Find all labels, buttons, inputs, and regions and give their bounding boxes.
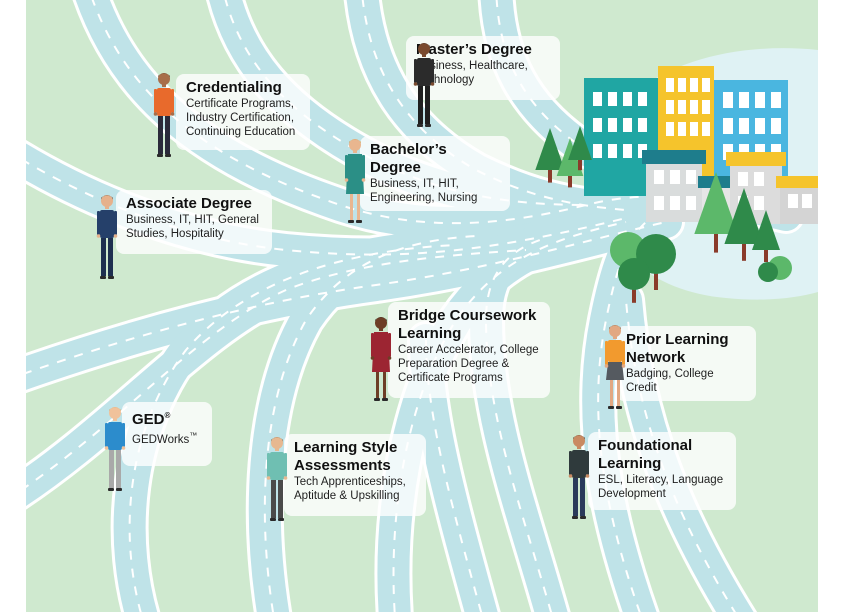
person-icon: [264, 434, 290, 531]
registered-mark: ®: [164, 411, 171, 420]
destination-subtitle: GEDWorks™: [132, 431, 198, 446]
person-icon: [94, 192, 120, 289]
destination-title: GED®: [132, 411, 171, 428]
destination-title: Master’s Degree: [416, 41, 532, 58]
person-icon: [368, 314, 394, 411]
destination-title: Prior Learning Network: [626, 331, 729, 366]
destination-title: Bridge Coursework Learning: [398, 307, 537, 342]
destination-card-ged: GED® GEDWorks™: [122, 402, 212, 466]
destination-subtitle: Business, IT, HIT, Engineering, Nursing: [370, 178, 478, 204]
destination-subtitle: Business, IT, HIT, General Studies, Hosp…: [126, 214, 259, 240]
destination-title: Credentialing: [186, 79, 282, 96]
person-icon: [102, 404, 128, 501]
person-icon: [342, 136, 368, 233]
destination-subtitle: Tech Apprenticeships, Aptitude & Upskill…: [294, 476, 406, 502]
person-icon: [151, 70, 177, 167]
destination-subtitle: Badging, College Credit: [626, 368, 714, 394]
destination-subtitle: Certificate Programs, Industry Certifica…: [186, 98, 296, 138]
person-icon: [602, 322, 628, 419]
person-icon: [411, 40, 437, 137]
destination-title: Foundational Learning: [598, 437, 693, 472]
trees: [535, 126, 792, 303]
destination-title: Associate Degree: [126, 195, 252, 212]
destination-title: Learning Style Assessments: [294, 439, 398, 474]
person-icon: [566, 432, 592, 529]
destination-title: Bachelor’s Degree: [370, 141, 447, 176]
trademark-mark: ™: [189, 431, 198, 440]
destination-subtitle: Career Accelerator, College Preparation …: [398, 344, 539, 384]
destination-subtitle: ESL, Literacy, Language Development: [598, 474, 724, 500]
